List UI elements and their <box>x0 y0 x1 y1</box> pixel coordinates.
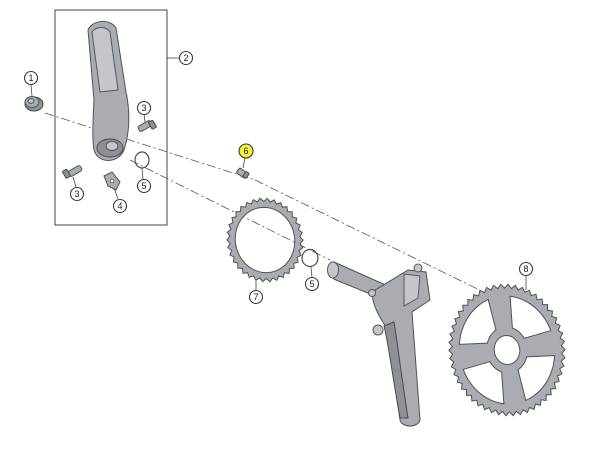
part-right-crank-arm <box>327 261 431 427</box>
callout-6-label: 6 <box>243 146 248 156</box>
callout-3-lower-label: 3 <box>74 189 79 199</box>
part-safety-plate <box>103 171 121 191</box>
callout-2[interactable]: 2 <box>178 50 194 66</box>
part-pinch-bolt-upper <box>137 119 157 132</box>
leader-5b <box>310 266 313 278</box>
callout-4-label: 4 <box>117 201 122 211</box>
leader-3a <box>143 113 146 123</box>
callout-3-lower[interactable]: 3 <box>69 186 85 202</box>
axle-axis-line-upper <box>44 112 256 181</box>
part-crank-cap <box>24 96 44 112</box>
callout-1[interactable]: 1 <box>23 70 39 86</box>
leader-1 <box>30 84 33 97</box>
part-inner-chainring <box>226 197 304 283</box>
callout-8-label: 8 <box>523 264 528 274</box>
leader-3b <box>72 176 77 188</box>
part-washer-lower <box>301 248 319 268</box>
callout-5-lower[interactable]: 5 <box>304 276 320 292</box>
callout-4[interactable]: 4 <box>112 198 128 214</box>
callout-2-label: 2 <box>183 53 188 63</box>
axle-axis-line-mid <box>254 179 501 301</box>
callout-6[interactable]: 6 <box>238 143 254 159</box>
part-left-crank-arm <box>87 21 130 161</box>
callout-8[interactable]: 8 <box>518 261 534 277</box>
part-chainring-bolt <box>236 167 250 179</box>
left-crank-inset-frame <box>54 9 168 226</box>
leader-4 <box>113 187 119 200</box>
part-pinch-bolt-lower <box>62 165 83 179</box>
callout-7-label: 7 <box>253 292 258 302</box>
part-outer-chainring <box>448 283 566 417</box>
leader-6 <box>242 157 246 169</box>
callout-7[interactable]: 7 <box>248 289 264 305</box>
leader-5a <box>141 167 144 180</box>
callout-5-upper-label: 5 <box>141 181 146 191</box>
callout-3-upper-label: 3 <box>141 103 146 113</box>
callout-5-lower-label: 5 <box>309 279 314 289</box>
callout-5-upper[interactable]: 5 <box>136 178 152 194</box>
callout-1-label: 1 <box>28 73 33 83</box>
axle-axis-line-lower <box>129 159 331 261</box>
callout-3-upper[interactable]: 3 <box>136 100 152 116</box>
